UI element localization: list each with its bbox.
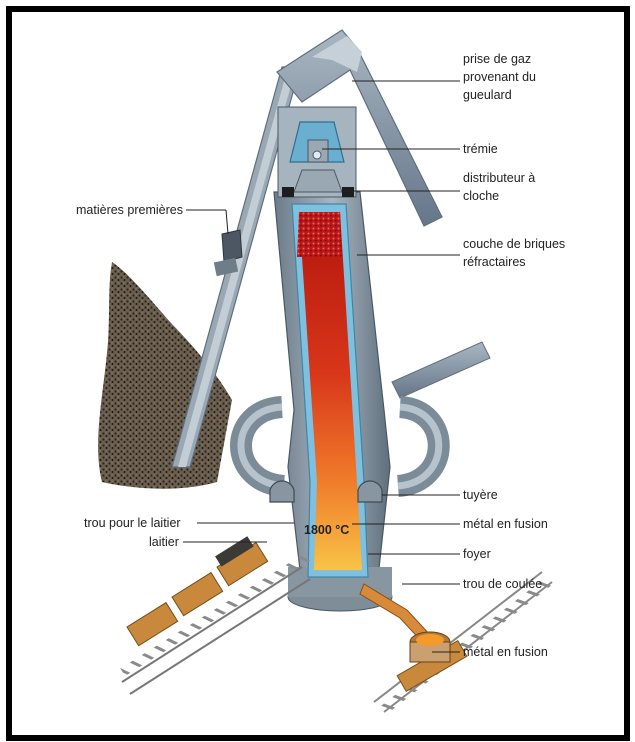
label-laitier-text: laitier: [149, 535, 179, 549]
ladle-car: [397, 632, 467, 691]
label-matieres: matières premières: [76, 203, 228, 234]
label-trou-laitier: trou pour le laitier: [84, 516, 294, 530]
label-briques-line2: réfractaires: [463, 255, 526, 269]
label-trou-coulee-text: trou de coulée: [463, 577, 542, 591]
label-temperature: 1800 °C: [304, 523, 349, 537]
label-metal-fusion-top-text: métal en fusion: [463, 517, 548, 531]
label-prise-gaz-line3: gueulard: [463, 88, 512, 102]
label-tremie-text: trémie: [463, 142, 498, 156]
ladle-rail-track: [374, 572, 553, 714]
label-distributeur: distributeur à cloche: [344, 171, 535, 203]
label-trou-laitier-text: trou pour le laitier: [84, 516, 181, 530]
label-foyer: foyer: [368, 547, 491, 561]
label-foyer-text: foyer: [463, 547, 491, 561]
label-tuyere-text: tuyère: [463, 488, 498, 502]
label-prise-gaz-line2: provenant du: [463, 70, 536, 84]
label-briques-line1: couche de briques: [463, 237, 565, 251]
diagram-frame: prise de gaz provenant du gueulard trémi…: [6, 6, 630, 741]
label-distributeur-line2: cloche: [463, 189, 499, 203]
label-matieres-text: matières premières: [76, 203, 183, 217]
hot-air-pipe: [392, 342, 490, 398]
label-briques: couche de briques réfractaires: [357, 237, 565, 269]
label-metal-fusion-bottom-text: métal en fusion: [463, 645, 548, 659]
label-distributeur-line1: distributeur à: [463, 171, 535, 185]
label-prise-gaz-line1: prise de gaz: [463, 52, 531, 66]
label-trou-coulee: trou de coulée: [402, 577, 542, 591]
temperature-text: 1800 °C: [304, 523, 349, 537]
blast-furnace-diagram: prise de gaz provenant du gueulard trémi…: [12, 12, 624, 735]
